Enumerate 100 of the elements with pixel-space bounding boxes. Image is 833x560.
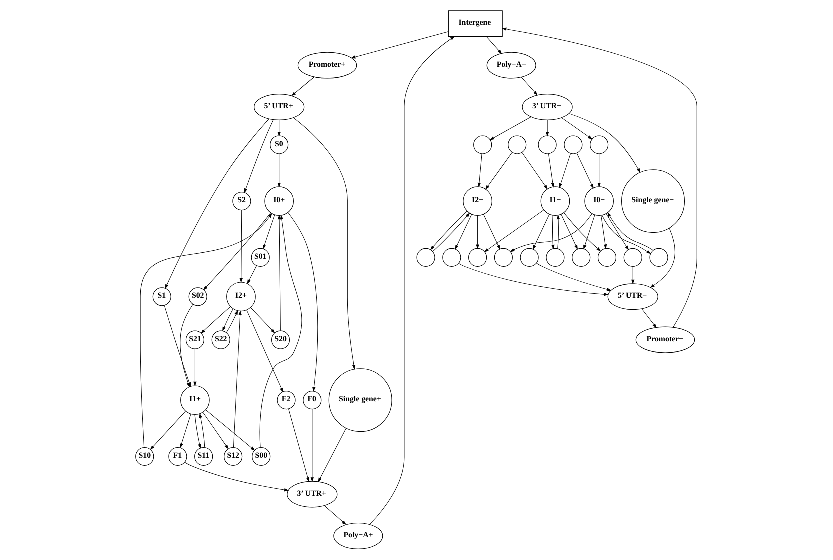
- arrow: [483, 214, 500, 250]
- arrow: [278, 154, 281, 188]
- arrow: [165, 119, 270, 290]
- arrow: [559, 154, 572, 188]
- arrow: [548, 154, 555, 188]
- arrow: [222, 308, 234, 332]
- arrow: [370, 36, 456, 525]
- node-circle: I1+: [180, 386, 210, 416]
- node-circle: [508, 136, 527, 154]
- arrow: [546, 120, 550, 137]
- node-box: Intergene: [448, 10, 503, 38]
- arrow: [564, 212, 602, 252]
- node-circle: S2: [232, 192, 252, 211]
- node-circle: [468, 248, 488, 267]
- node-circle: S12: [224, 447, 243, 466]
- node-ellipse: Promoter−: [636, 326, 696, 354]
- node-circle: S0: [270, 136, 289, 154]
- arrow: [569, 114, 641, 174]
- node-circle: [416, 248, 436, 267]
- node-circle: F0: [303, 391, 322, 410]
- arrow: [458, 263, 609, 296]
- node-ellipse: Poly−A+: [334, 522, 384, 550]
- arrow: [194, 348, 197, 387]
- arrow: [602, 215, 652, 254]
- arrow: [199, 413, 206, 448]
- arrow: [292, 77, 315, 96]
- node-circle: [564, 136, 583, 154]
- node-circle: Single gene+: [328, 368, 392, 432]
- node-circle: I1−: [540, 186, 570, 216]
- arrow: [310, 409, 314, 482]
- node-circle: [572, 248, 591, 267]
- arrow: [601, 215, 608, 250]
- arrow: [650, 228, 676, 288]
- node-circle: [494, 248, 513, 267]
- node-circle: [442, 248, 462, 267]
- node-ellipse: Poly−A−: [486, 52, 536, 79]
- node-circle: S02: [188, 288, 208, 306]
- arrow: [247, 266, 258, 284]
- arrow: [598, 154, 601, 188]
- arrow: [180, 414, 192, 448]
- node-circle: S1: [152, 288, 172, 306]
- arrow: [632, 266, 635, 284]
- arrow: [608, 212, 654, 251]
- arrow: [584, 215, 596, 250]
- arrow: [562, 118, 593, 140]
- arrow: [184, 462, 290, 492]
- arrow: [476, 216, 480, 250]
- arrow: [485, 152, 513, 190]
- arrow: [263, 214, 276, 250]
- node-circle: [590, 136, 609, 154]
- arrow: [150, 411, 186, 450]
- arrow: [532, 214, 550, 250]
- node-circle: F2: [277, 391, 296, 410]
- arrow: [206, 410, 256, 451]
- arrow: [318, 428, 347, 483]
- arrow: [552, 215, 555, 250]
- arrow: [522, 152, 548, 190]
- arrow: [288, 212, 318, 392]
- arrow: [536, 263, 612, 292]
- arrow: [250, 307, 276, 334]
- node-circle: [624, 248, 642, 267]
- node-circle: [520, 248, 539, 267]
- node-circle: I0+: [264, 186, 294, 216]
- arrow: [455, 214, 472, 250]
- arrow: [490, 116, 532, 140]
- arrow: [556, 214, 560, 250]
- arrow: [478, 154, 482, 188]
- arrow: [288, 409, 310, 482]
- arrow: [521, 77, 538, 96]
- arrow: [294, 118, 356, 370]
- arrow: [642, 308, 657, 328]
- node-circle: I2+: [226, 282, 256, 312]
- arrow: [202, 412, 229, 450]
- arrow: [200, 306, 231, 334]
- node-circle: Single gene−: [622, 170, 686, 234]
- arrow: [240, 210, 243, 284]
- node-circle: S10: [136, 447, 154, 466]
- arrow: [351, 32, 449, 59]
- arrow: [576, 153, 594, 189]
- arrow: [324, 506, 347, 526]
- node-circle: [474, 136, 492, 154]
- node-circle: S11: [194, 447, 214, 466]
- node-circle: S20: [272, 330, 290, 350]
- arrow: [244, 120, 274, 194]
- node-ellipse: 3’ UTR−: [522, 94, 573, 120]
- node-circle: S22: [212, 330, 230, 350]
- node-circle: [650, 248, 668, 267]
- arrow: [203, 212, 272, 291]
- arrow: [233, 310, 242, 448]
- node-circle: S01: [251, 248, 270, 267]
- node-circle: [546, 248, 565, 267]
- arrow: [502, 28, 698, 328]
- node-ellipse: 3’ UTR+: [287, 481, 338, 508]
- node-circle: F1: [168, 447, 188, 466]
- arrow: [278, 120, 281, 137]
- node-ellipse: 5’ UTR+: [254, 94, 305, 120]
- arrow: [226, 310, 238, 334]
- node-circle: S00: [252, 447, 271, 466]
- arrow: [278, 214, 282, 332]
- arrow: [140, 213, 272, 448]
